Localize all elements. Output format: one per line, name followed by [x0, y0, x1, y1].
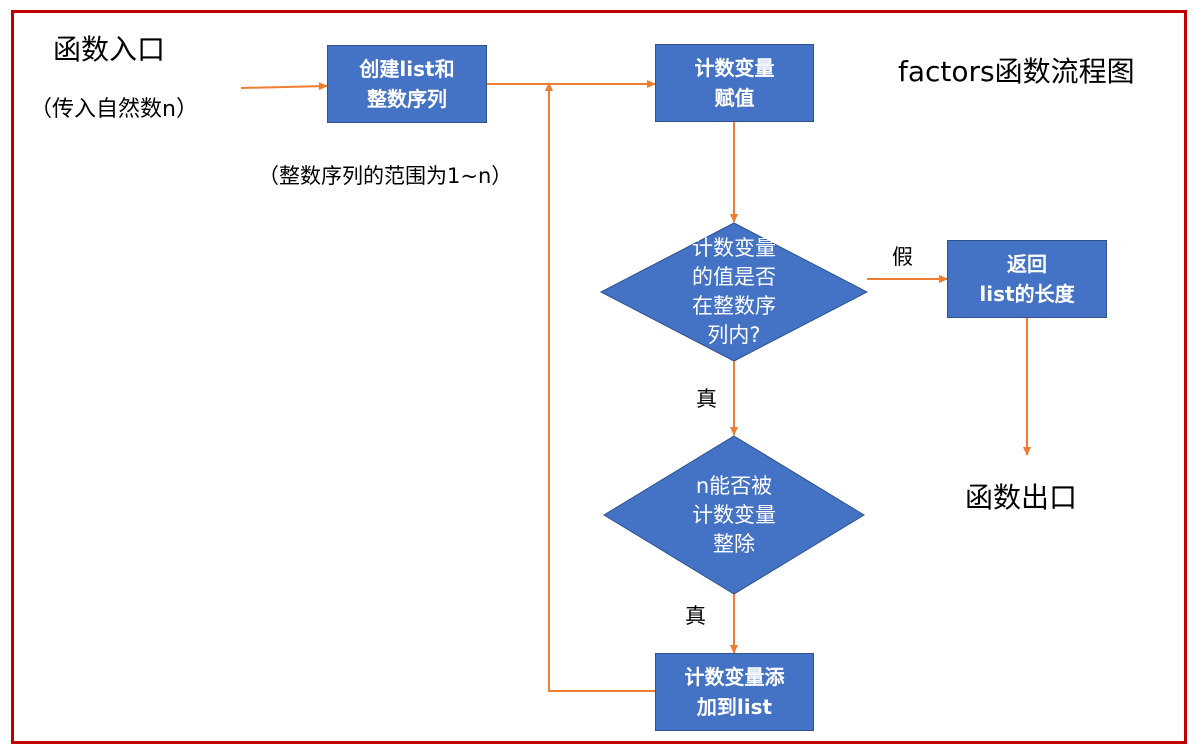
node-create-list: 创建list和 整数序列: [327, 45, 487, 123]
node-append-list-line-2: 加到list: [696, 695, 773, 719]
entry-label: 函数入口: [53, 33, 166, 66]
node-append-list-line-1: 计数变量添: [684, 665, 785, 689]
decision-divisible-line-2: 计数变量: [692, 502, 776, 527]
range-note: （整数序列的范围为1~n）: [258, 164, 513, 188]
diagram-frame: [11, 10, 1187, 744]
diagram-title: factors函数流程图: [898, 55, 1135, 88]
decision-in-range-line-3: 在整数序: [692, 294, 776, 318]
edge-label-true-2: 真: [685, 604, 706, 628]
decision-in-range-line-4: 列内?: [707, 323, 761, 347]
node-return-length-line-1: 返回: [1007, 252, 1047, 276]
exit-label: 函数出口: [965, 481, 1078, 514]
node-create-list-line-2: 整数序列: [367, 87, 447, 111]
node-create-list-line-1: 创建list和: [359, 57, 455, 81]
decision-in-range-line-1: 计数变量: [692, 236, 776, 260]
node-assign-counter: 计数变量 赋值: [655, 44, 814, 122]
node-assign-counter-line-2: 赋值: [714, 86, 755, 110]
entry-input-note: （传入自然数n）: [30, 97, 198, 122]
decision-divisible-label: n能否被 计数变量 整除: [664, 465, 804, 565]
edge-label-false: 假: [892, 245, 913, 269]
edge-entry-to-create: [240, 82, 328, 91]
decision-divisible-line-3: 整除: [713, 531, 755, 556]
edge-append-loop-back: [545, 82, 655, 692]
node-return-length: 返回 list的长度: [947, 240, 1107, 318]
node-assign-counter-line-1: 计数变量: [694, 56, 775, 80]
decision-in-range-line-2: 的值是否: [692, 265, 776, 289]
decision-divisible-line-1: n能否被: [695, 473, 773, 498]
node-return-length-line-2: list的长度: [979, 282, 1075, 306]
edge-label-true-1: 真: [696, 387, 717, 411]
node-append-list: 计数变量添 加到list: [655, 653, 814, 731]
decision-in-range-label: 计数变量 的值是否 在整数序 列内?: [664, 222, 804, 362]
